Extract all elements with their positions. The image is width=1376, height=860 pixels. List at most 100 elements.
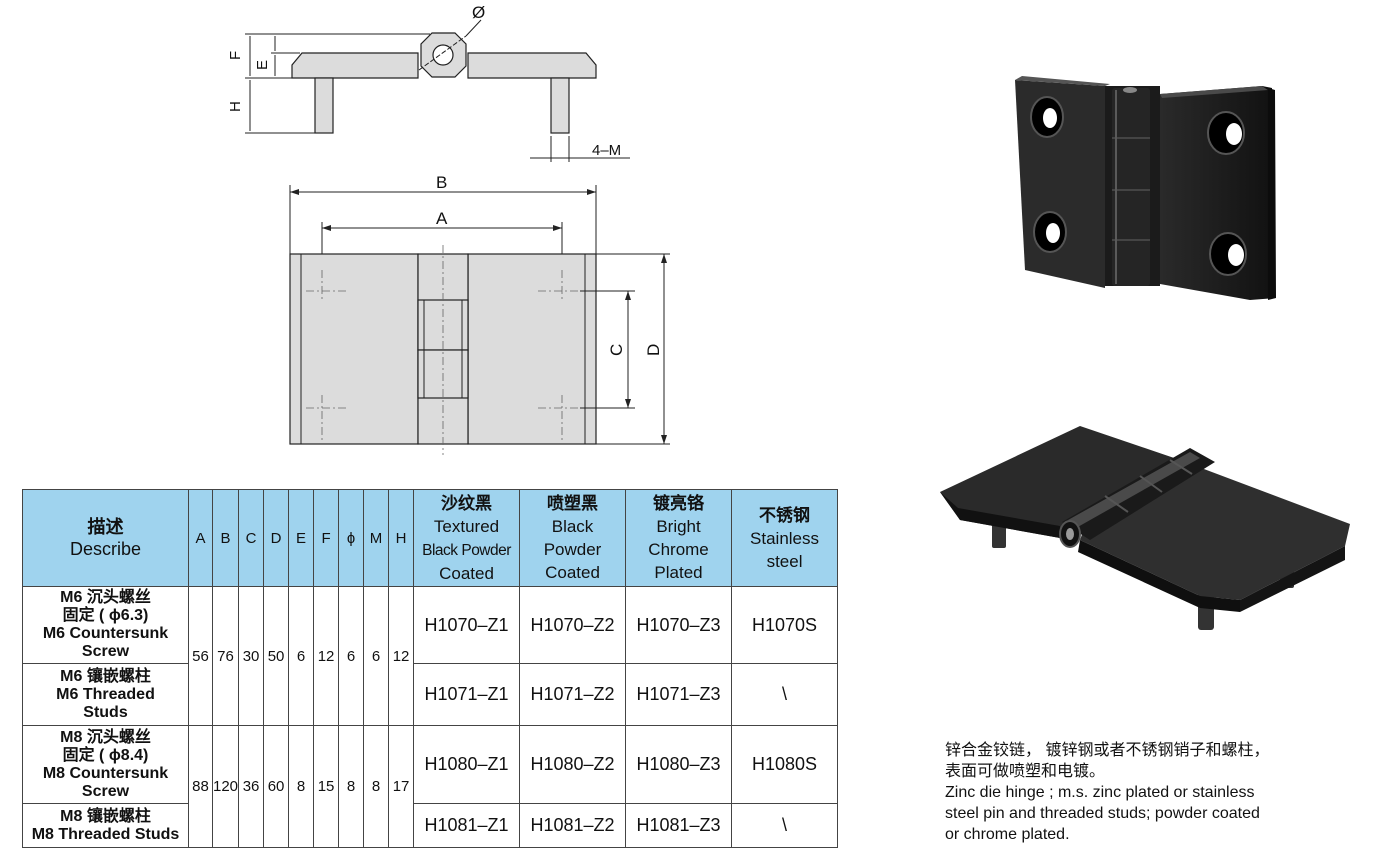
dim-B-value: 76 <box>211 586 240 726</box>
dim-E-value: 6 <box>288 586 315 726</box>
desc-line: Screw <box>81 643 130 660</box>
table-row: M6 沉头螺丝 固定 ( ɸ6.3) M6 Countersunk Screw … <box>22 586 839 726</box>
finish-cn: 喷塑黑 <box>547 494 599 513</box>
note-en-line: or chrome plated. <box>945 826 1070 843</box>
table-row: M8 镶嵌螺柱 M8 Threaded Studs H1081–Z1 H1081… <box>22 803 839 848</box>
phi-label: Ø <box>472 3 485 22</box>
note-cn-line: 表面可做喷塑和电镀。 <box>945 763 1106 780</box>
code-black: H1071–Z2 <box>519 663 627 726</box>
desc-line: Studs <box>83 703 128 721</box>
table-row: M6 镶嵌螺柱 M6 Threaded Studs H1071–Z1 H1071… <box>22 663 839 726</box>
finish-en: Chrome <box>648 540 709 559</box>
header-finish-black: 喷塑黑 Black Powder Coated <box>519 489 627 587</box>
desc-line: M6 Threaded <box>56 685 155 703</box>
finish-en: Powder <box>543 540 602 559</box>
code-black: H1080–Z2 <box>519 725 627 804</box>
B-label: B <box>436 173 447 192</box>
desc-line: M8 Countersunk <box>42 764 169 782</box>
code-chrome: H1070–Z3 <box>625 586 733 664</box>
describe-en: Describe <box>69 539 142 559</box>
finish-en: Coated <box>439 563 494 583</box>
header-dim-H: H <box>388 489 415 587</box>
header-dim-phi: ɸ <box>338 489 365 587</box>
header-dim-E: E <box>288 489 315 587</box>
finish-en: Bright <box>656 517 701 536</box>
code-textured: H1080–Z1 <box>413 725 521 804</box>
dim-A-value: 56 <box>188 586 213 726</box>
row-description: M6 沉头螺丝 固定 ( ɸ6.3) M6 Countersunk Screw <box>22 586 189 664</box>
code-chrome: H1080–Z3 <box>625 725 733 804</box>
desc-line: M8 镶嵌螺柱 <box>60 807 151 825</box>
header-dim-C: C <box>238 489 265 587</box>
note-en-line: Zinc die hinge ; m.s. zinc plated or sta… <box>945 784 1255 801</box>
dim-D-value: 60 <box>263 725 290 848</box>
header-dim-F: F <box>313 489 340 587</box>
product-note: 锌合金铰链， 镀锌钢或者不锈钢销子和螺柱， 表面可做喷塑和电镀。 Zinc di… <box>945 740 1365 845</box>
table-row: M8 沉头螺丝 固定 ( ɸ8.4) M8 Countersunk Screw … <box>22 725 839 848</box>
header-finish-textured: 沙纹黑 Textured Black Powder Coated <box>413 489 521 587</box>
code-textured: H1071–Z1 <box>413 663 521 726</box>
code-chrome: H1081–Z3 <box>625 803 733 848</box>
dim-H-value: 17 <box>388 725 415 848</box>
spec-table: 描述 Describe A B C D E F ɸ M H 沙纹黑 Textur… <box>22 489 839 848</box>
header-describe: 描述 Describe <box>22 489 189 587</box>
dim-F-value: 12 <box>313 586 340 726</box>
describe-cn: 描述 <box>87 517 124 537</box>
code-stainless: H1070S <box>731 586 839 664</box>
dim-A-value: 88 <box>188 725 213 848</box>
dim-B-value: 120 <box>211 725 240 848</box>
header-dim-A: A <box>188 489 213 587</box>
dim-E-value: 8 <box>288 725 315 848</box>
code-black: H1070–Z2 <box>519 586 627 664</box>
M-label: 4–M <box>592 142 621 159</box>
finish-en: Coated <box>545 563 600 582</box>
note-en-line: steel pin and threaded studs; powder coa… <box>945 805 1260 822</box>
dim-phi-value: 6 <box>338 586 365 726</box>
F-label: F <box>227 51 244 60</box>
dim-F-value: 15 <box>313 725 340 848</box>
header-dim-D: D <box>263 489 290 587</box>
desc-line: M6 镶嵌螺柱 <box>60 667 151 685</box>
header-finish-stainless: 不锈钢 Stainless steel <box>731 489 839 587</box>
row-description: M8 沉头螺丝 固定 ( ɸ8.4) M8 Countersunk Screw <box>22 725 189 804</box>
dim-H-value: 12 <box>388 586 415 726</box>
finish-en: Textured <box>433 516 500 536</box>
row-description: M8 镶嵌螺柱 M8 Threaded Studs <box>22 803 189 848</box>
finish-en: Plated <box>654 563 703 582</box>
header-dim-M: M <box>363 489 390 587</box>
hinge-photo-flat <box>940 426 1350 630</box>
finish-en: Black Powder <box>422 541 511 559</box>
code-chrome: H1071–Z3 <box>625 663 733 726</box>
row-description: M6 镶嵌螺柱 M6 Threaded Studs <box>22 663 189 726</box>
finish-en: Stainless <box>750 528 820 548</box>
code-black: H1081–Z2 <box>519 803 627 848</box>
finish-cn: 镀亮铬 <box>653 494 705 513</box>
side-view-drawing: Ø F E H 4–M <box>227 3 630 162</box>
front-view-drawing: B A C D <box>289 173 670 455</box>
code-stainless: H1080S <box>731 725 839 804</box>
table-header-row: 描述 Describe A B C D E F ɸ M H 沙纹黑 Textur… <box>22 489 839 587</box>
header-finish-chrome: 镀亮铬 Bright Chrome Plated <box>625 489 733 587</box>
D-label: D <box>644 344 663 356</box>
finish-en: steel <box>766 551 803 571</box>
hinge-photo-front <box>1015 76 1276 300</box>
H-label: H <box>227 101 244 112</box>
finish-cn: 沙纹黑 <box>441 493 493 513</box>
C-label: C <box>607 344 626 356</box>
code-textured: H1081–Z1 <box>413 803 521 848</box>
desc-line: M6 沉头螺丝 <box>60 589 151 606</box>
dim-M-value: 6 <box>363 586 390 726</box>
desc-line: 固定 ( ɸ8.4) <box>62 746 149 764</box>
code-stainless: \ <box>731 803 839 848</box>
desc-line: M8 沉头螺丝 <box>60 728 151 746</box>
desc-line: 固定 ( ɸ6.3) <box>62 607 149 624</box>
dim-D-value: 50 <box>263 586 290 726</box>
code-textured: H1070–Z1 <box>413 586 521 664</box>
note-cn-line: 锌合金铰链， 镀锌钢或者不锈钢销子和螺柱， <box>945 742 1270 759</box>
desc-line: M6 Countersunk <box>42 625 169 642</box>
desc-line: Screw <box>81 782 130 800</box>
dim-C-value: 36 <box>238 725 265 848</box>
E-label: E <box>254 60 271 70</box>
finish-en: Black <box>551 517 594 536</box>
A-label: A <box>436 209 448 228</box>
